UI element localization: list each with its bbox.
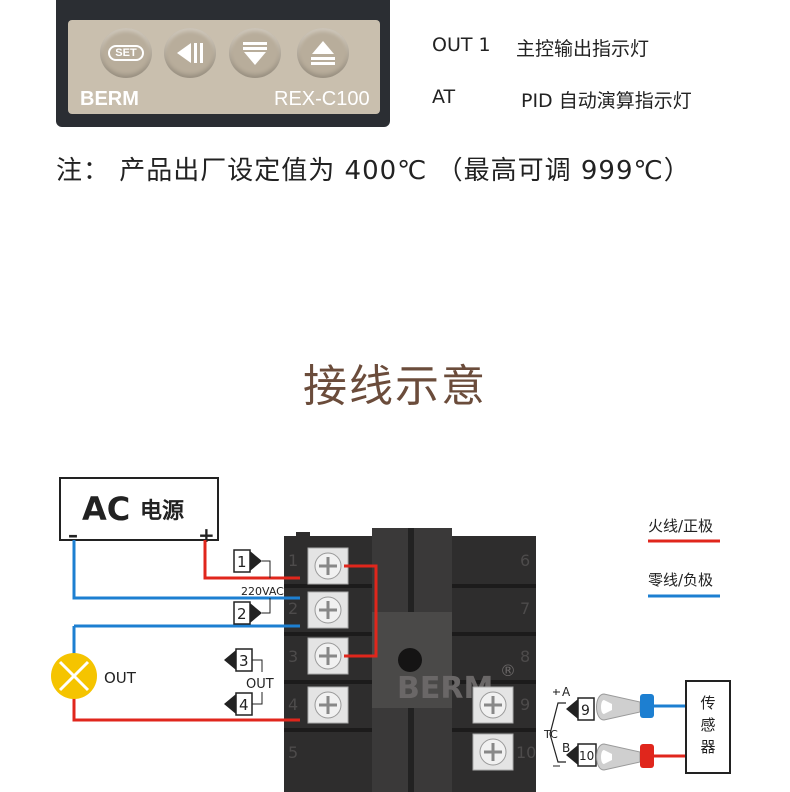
ghost-number-9: 9 xyxy=(520,695,530,714)
screw-2 xyxy=(307,591,349,629)
ac-label: AC xyxy=(82,490,130,528)
tc-terminal-b: B xyxy=(562,741,570,755)
ghost-number-7: 7 xyxy=(520,599,530,618)
screw-terminals xyxy=(307,547,514,771)
callout-t9: 9 xyxy=(566,697,595,721)
ghost-number-6: 6 xyxy=(520,551,530,570)
neutral-wire-to-t2 xyxy=(72,540,300,600)
terminal-label-9: 9 xyxy=(581,703,590,719)
sensor-box xyxy=(685,680,731,774)
tc-label: TC xyxy=(543,728,558,741)
spade-connector-a xyxy=(596,693,686,721)
voltage-label: 220VAC xyxy=(241,585,284,598)
legend-live-label: 火线/正极 xyxy=(648,517,713,535)
load-lamp xyxy=(51,653,97,699)
controller-brand: BERM xyxy=(80,88,139,110)
thermocouple-symbol xyxy=(549,702,566,763)
terminal-label-10: 10 xyxy=(579,749,594,763)
indicator-code-at: AT xyxy=(432,86,456,108)
screw-9 xyxy=(472,686,514,724)
lamp-wire-to-t4 xyxy=(72,698,300,722)
screw-3 xyxy=(307,637,349,675)
terminal-label-2: 2 xyxy=(237,605,247,623)
sensor-label: 传感器 xyxy=(700,694,715,756)
minus-sign: – xyxy=(68,523,78,547)
terminal-label-1: 1 xyxy=(237,553,247,571)
factory-setting-note: 注： 产品出厂设定值为 400℃ （最高可调 999℃） xyxy=(56,156,691,186)
live-wire-to-t1 xyxy=(203,540,300,580)
indicator-desc-out1: 主控输出指示灯 xyxy=(516,38,650,60)
power-label: 电源 xyxy=(140,499,184,524)
callout-t10: 10 xyxy=(566,743,597,767)
plus-sign: + xyxy=(198,523,215,547)
terminal-label-4: 4 xyxy=(239,696,249,714)
indicator-desc-at: PID 自动演算指示灯 xyxy=(521,90,692,112)
ghost-number-10: 10 xyxy=(516,743,536,762)
legend-neutral-label: 零线/负极 xyxy=(648,571,713,589)
indicator-code-out1: OUT 1 xyxy=(432,34,491,56)
ghost-number-2: 2 xyxy=(288,599,298,618)
shift-left-icon xyxy=(177,43,203,63)
spade-connector-b xyxy=(596,743,686,771)
tc-terminal-a: A xyxy=(562,685,571,699)
shift-key[interactable] xyxy=(164,28,216,78)
screw-4 xyxy=(307,686,349,724)
ghost-number-3: 3 xyxy=(288,647,298,666)
callout-t2: 2 xyxy=(233,601,262,625)
callout-t3: 3 xyxy=(224,648,253,672)
screw-1 xyxy=(307,547,349,585)
callout-t4: 4 xyxy=(224,692,253,716)
ghost-number-4: 4 xyxy=(288,695,298,714)
controller-model: REX-C100 xyxy=(274,88,370,110)
up-arrow-icon xyxy=(311,41,335,65)
lamp-out-label: OUT xyxy=(104,669,137,687)
ghost-number-1: 1 xyxy=(288,551,298,570)
set-key[interactable]: SET xyxy=(100,28,152,78)
screw-10 xyxy=(472,733,514,771)
ac-power-box xyxy=(59,477,219,541)
down-key[interactable] xyxy=(229,28,281,78)
down-arrow-icon xyxy=(243,42,267,65)
wiring-diagram: AC 电源 – + 1 2 3 4 5 6 7 8 9 10 BERM ® xyxy=(51,477,731,792)
set-icon: SET xyxy=(108,45,144,61)
out-terminal-label: OUT xyxy=(246,677,274,692)
callout-t1: 1 xyxy=(233,549,262,573)
ghost-number-8: 8 xyxy=(520,647,530,666)
ghost-number-5: 5 xyxy=(288,743,298,762)
jumper-t1-t3 xyxy=(344,564,378,658)
registered-mark: ® xyxy=(500,661,516,680)
terminal-label-3: 3 xyxy=(239,652,249,670)
section-title: 接线示意 xyxy=(303,361,487,412)
up-key[interactable] xyxy=(297,28,349,78)
